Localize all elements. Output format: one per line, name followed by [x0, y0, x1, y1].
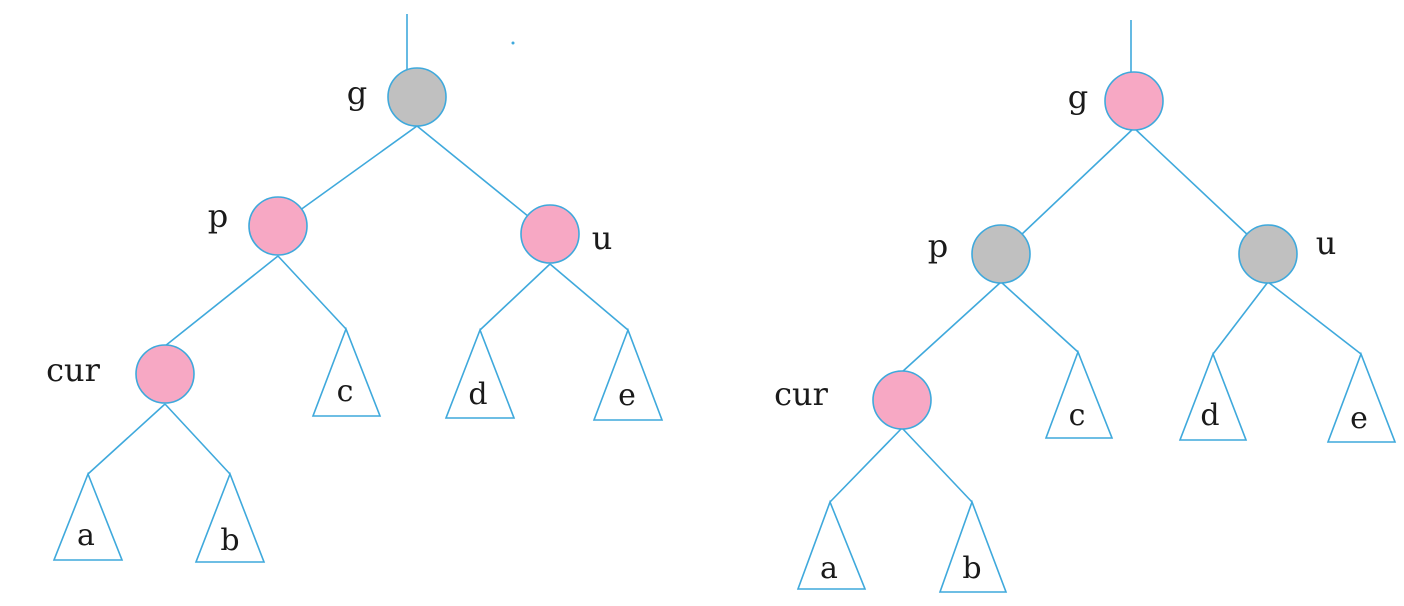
left-edge-u-to-e	[549, 263, 629, 331]
left-subtree-d-label: d	[468, 377, 487, 412]
right-node-cur	[872, 370, 932, 430]
left-subtree-c-triangle	[311, 326, 382, 417]
right-edge-p-to-c	[1000, 281, 1079, 353]
stray-dot	[511, 41, 515, 45]
left-node-p	[248, 196, 308, 256]
left-node-cur	[135, 344, 195, 404]
right-edge-g-to-p	[1000, 127, 1135, 255]
left-edge-p-to-c	[277, 255, 347, 330]
right-subtree-e-triangle	[1326, 351, 1397, 443]
left-subtree-e-triangle	[592, 327, 664, 421]
right-subtree-d: d	[1178, 351, 1248, 441]
right-edge-g-to-u	[1133, 127, 1269, 255]
left-subtree-a: a	[52, 471, 124, 561]
left-edge-cur-to-b	[164, 403, 231, 475]
right-subtree-d-triangle	[1178, 351, 1248, 441]
right-subtree-e: e	[1326, 351, 1397, 443]
left-subtree-c-label: c	[337, 374, 354, 409]
right-subtree-a: a	[796, 499, 867, 590]
right-edge-p-to-cur	[901, 281, 1002, 373]
left-label-u: u	[592, 219, 613, 257]
left-edge-cur-to-a	[87, 403, 166, 475]
right-edge-cur-to-a	[829, 427, 903, 503]
left-node-g	[387, 67, 447, 127]
left-node-u	[520, 204, 580, 264]
left-subtree-a-label: a	[77, 518, 95, 553]
left-label-g: g	[347, 74, 367, 112]
right-subtree-e-label: e	[1350, 401, 1368, 436]
left-subtree-d: d	[444, 327, 516, 419]
right-subtree-c: c	[1044, 349, 1114, 439]
right-label-p: p	[928, 227, 948, 265]
right-node-p	[971, 224, 1031, 284]
right-subtree-c-triangle	[1044, 349, 1114, 439]
right-subtree-b-triangle	[938, 499, 1008, 593]
right-subtree-d-label: d	[1200, 398, 1219, 433]
right-edge-u-to-e	[1267, 281, 1362, 355]
left-edge-p-to-cur	[164, 255, 279, 347]
right-tree: a b c d e g p u cur	[774, 20, 1397, 593]
right-subtree-b-label: b	[962, 551, 981, 586]
right-subtree-a-triangle	[796, 499, 867, 590]
left-subtree-c: c	[311, 326, 382, 417]
right-label-u: u	[1316, 224, 1337, 262]
right-subtree-b: b	[938, 499, 1008, 593]
left-label-p: p	[208, 197, 228, 235]
right-node-g	[1104, 71, 1164, 131]
right-node-u	[1238, 224, 1298, 284]
left-label-cur: cur	[46, 351, 101, 389]
left-subtree-e: e	[592, 327, 664, 421]
right-edge-u-to-d	[1212, 281, 1269, 355]
left-edge-u-to-d	[479, 263, 551, 331]
left-subtree-e-label: e	[618, 378, 636, 413]
right-edge-cur-to-b	[901, 427, 973, 503]
right-subtree-a-label: a	[820, 551, 838, 586]
left-subtree-b-triangle	[194, 471, 266, 563]
left-tree: a b c d e g p u cur	[46, 14, 664, 563]
right-label-g: g	[1068, 78, 1088, 116]
left-subtree-b-label: b	[220, 523, 239, 558]
left-subtree-d-triangle	[444, 327, 516, 419]
left-subtree-b: b	[194, 471, 266, 563]
right-label-cur: cur	[774, 375, 829, 413]
left-subtree-a-triangle	[52, 471, 124, 561]
right-subtree-c-label: c	[1069, 398, 1086, 433]
